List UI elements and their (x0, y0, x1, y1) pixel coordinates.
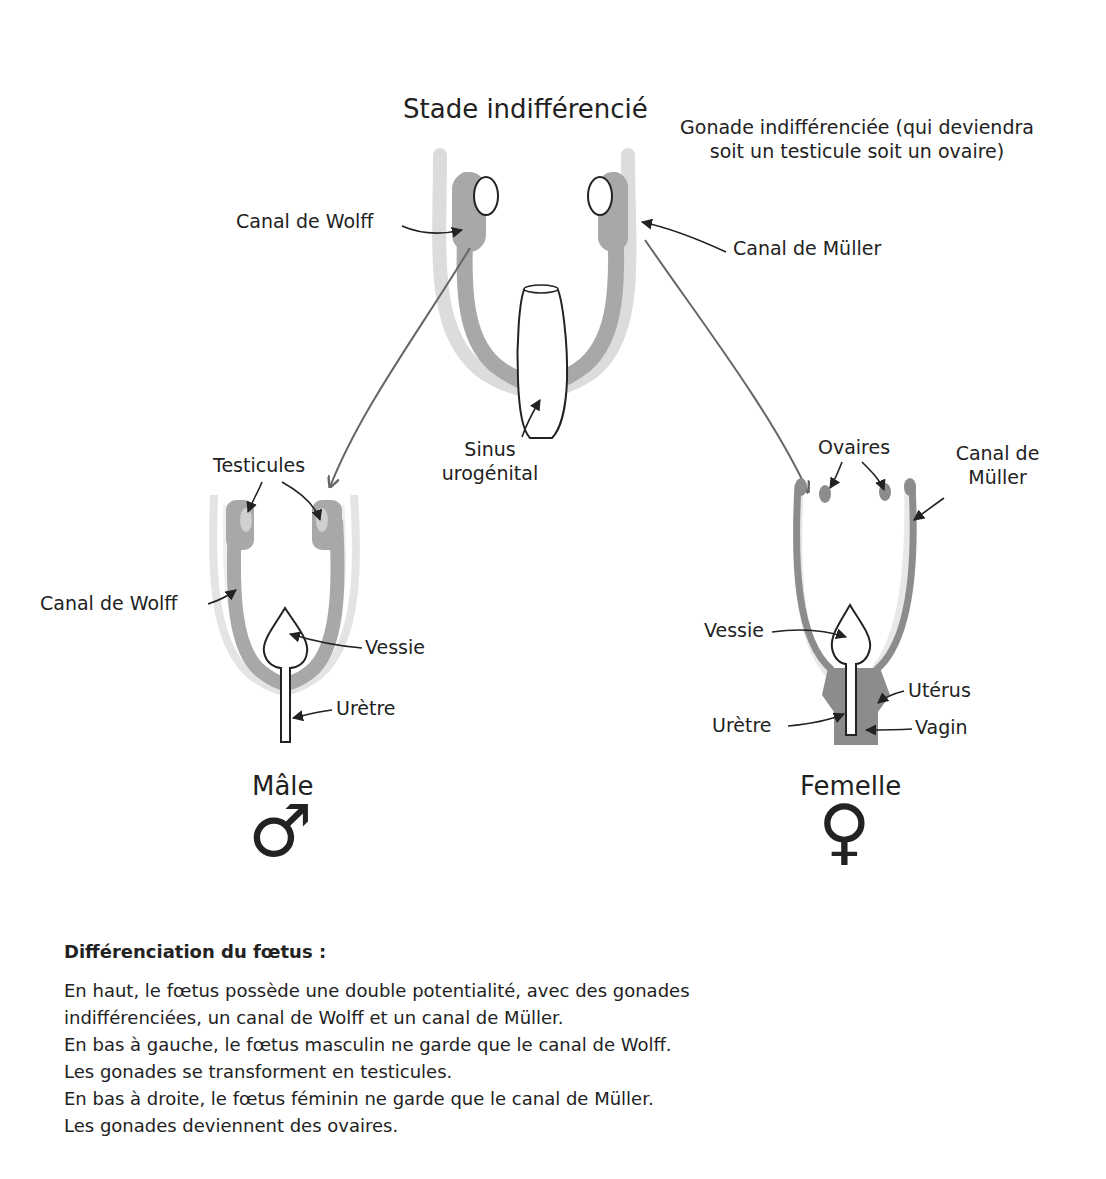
part-label: Urètre (336, 697, 396, 721)
sex-symbol: ♂ (248, 795, 313, 867)
stage-title: Stade indifférencié (403, 93, 648, 126)
caption-line: En bas à droite, le fœtus féminin ne gar… (64, 1088, 654, 1111)
caption-heading: Différenciation du fœtus : (64, 941, 326, 964)
part-label: Testicules (213, 454, 305, 478)
part-label: Vessie (365, 636, 425, 660)
development-arrow (330, 248, 470, 487)
part-label: Vessie (704, 619, 764, 643)
caption-line: Les gonades se transforment en testicule… (64, 1061, 452, 1084)
male-tract (213, 495, 356, 742)
leader-lines (208, 222, 944, 730)
caption-line: En haut, le fœtus possède une double pot… (64, 980, 690, 1003)
sex-symbol: ♀ (818, 795, 871, 867)
part-label: Ovaires (818, 436, 890, 460)
female-tract (795, 478, 916, 745)
caption-line: En bas à gauche, le fœtus masculin ne ga… (64, 1034, 672, 1057)
part-label: Canal de Wolff (40, 592, 177, 616)
development-arrow (645, 240, 808, 492)
indifferent-stage (439, 155, 629, 438)
caption-line: indifférenciées, un canal de Wolff et un… (64, 1007, 564, 1030)
part-label: Urètre (712, 714, 772, 738)
caption-line: Les gonades deviennent des ovaires. (64, 1115, 398, 1138)
part-label: Canal de Wolff (236, 210, 373, 234)
part-label: Canal de Müller (733, 237, 881, 261)
part-label: Utérus (908, 679, 971, 703)
part-label: Vagin (915, 716, 968, 740)
part-label: Canal de Müller (940, 442, 1055, 490)
part-label: Gonade indifférenciée (qui deviendra soi… (672, 116, 1042, 164)
part-label: Sinus urogénital (430, 438, 550, 486)
